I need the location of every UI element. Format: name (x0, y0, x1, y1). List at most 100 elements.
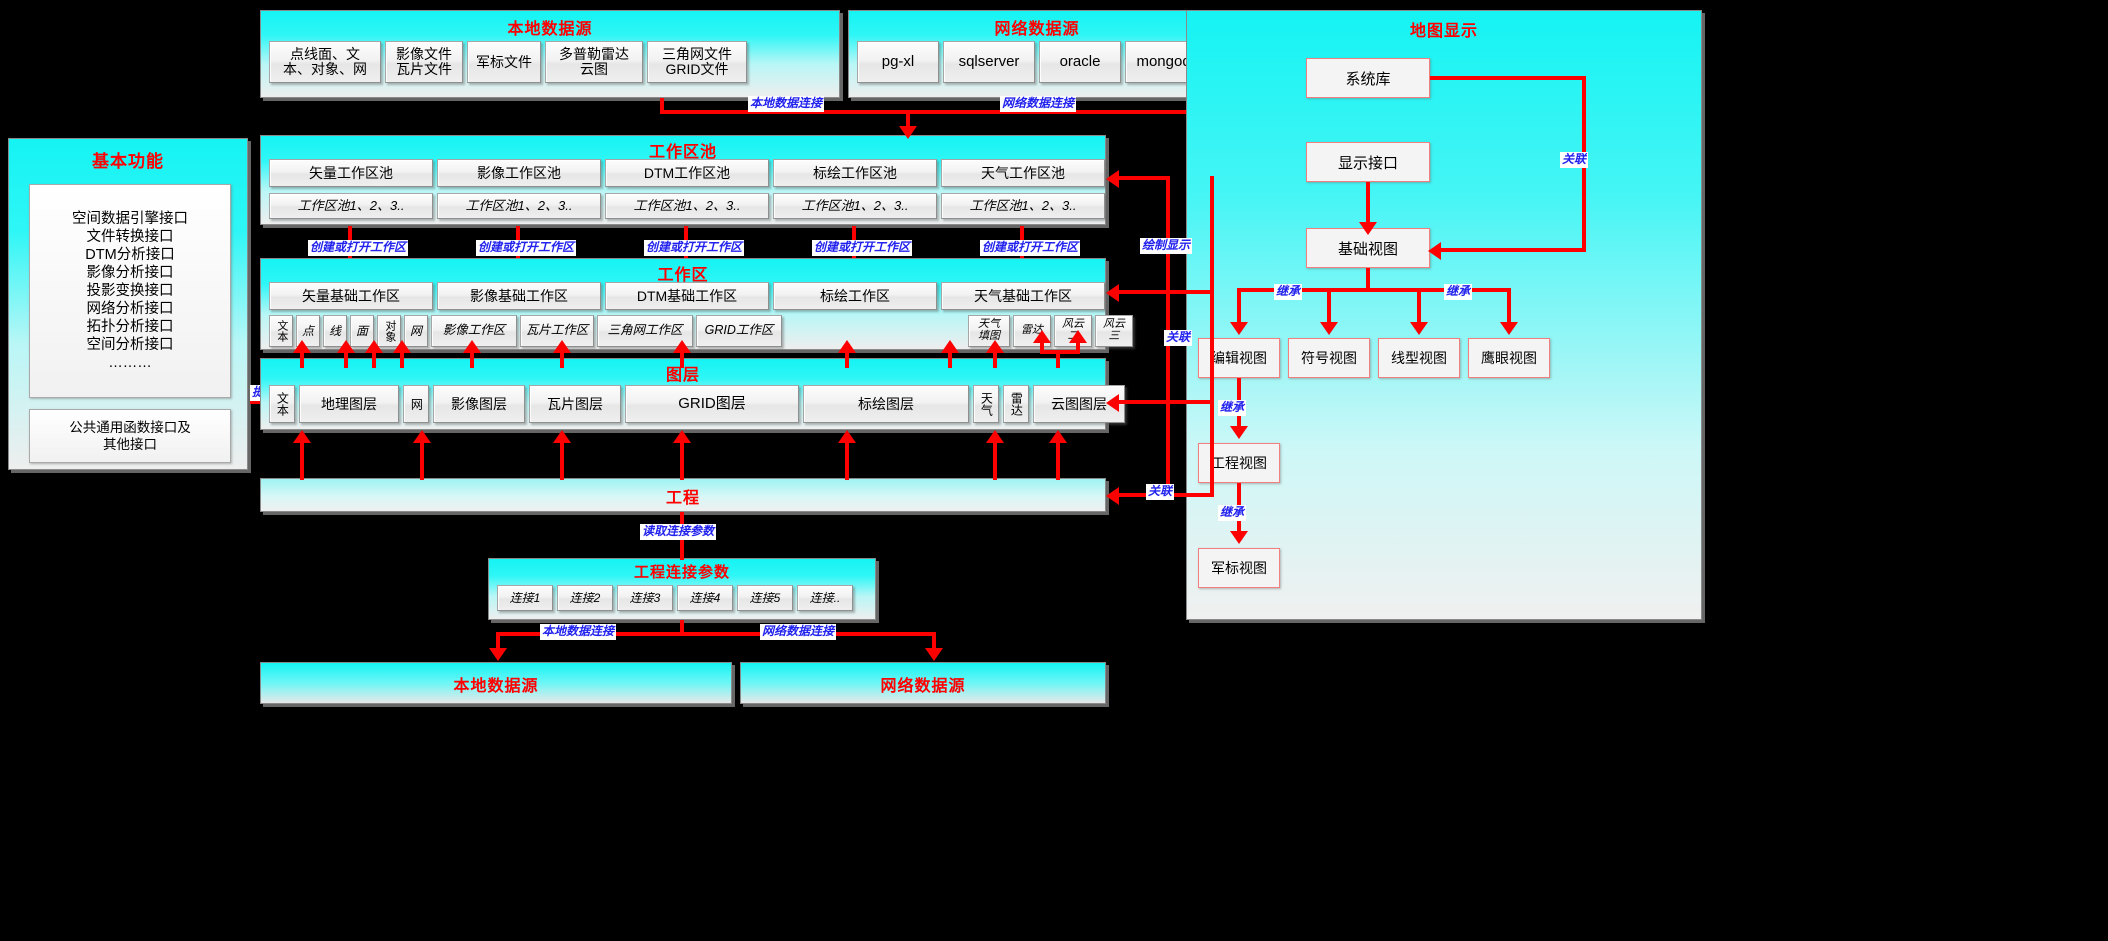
edge-label-net-data-conn-bottom: 网络数据连接 (760, 624, 837, 640)
line-1: 点线面、文 (290, 46, 360, 63)
layer-up-line-7 (680, 350, 684, 368)
conn-param-item[interactable]: 连接4 (677, 585, 733, 611)
local-source-item[interactable]: 三角网文件 GRID文件 (647, 41, 747, 83)
bottom-net-v (932, 632, 936, 654)
layer-item-weather[interactable]: 天气 (973, 385, 999, 423)
proj-up-line-5 (845, 440, 849, 480)
line-1: 军标文件 (476, 53, 532, 70)
footer-line-2: 其他接口 (103, 437, 157, 452)
network-source-item-pgxl[interactable]: pg-xl (857, 41, 939, 83)
display-iface-to-base-arrow (1359, 222, 1377, 235)
node-display-interface[interactable]: 显示接口 (1306, 142, 1430, 182)
ws-pool-col-image[interactable]: 影像工作区池 (437, 159, 601, 187)
layer-item-radar[interactable]: 雷达 (1003, 385, 1029, 423)
proj-up-line-4 (680, 440, 684, 480)
network-source-item-sqlserver[interactable]: sqlserver (943, 41, 1035, 83)
local-source-item[interactable]: 点线面、文 本、对象、网 (269, 41, 381, 83)
layer-item-plot[interactable]: 标绘图层 (803, 385, 969, 423)
ws-pool-sub[interactable]: 工作区池1、2、3.. (605, 193, 769, 219)
node-military-view[interactable]: 军标视图 (1198, 548, 1280, 588)
ws-pool-sub[interactable]: 工作区池1、2、3.. (773, 193, 937, 219)
line-1: 多普勒雷达 (559, 46, 629, 63)
assoc-to-baseview-h (1440, 248, 1586, 252)
conn-param-item[interactable]: 连接1 (497, 585, 553, 611)
layer-item-grid[interactable]: GRID图层 (625, 385, 799, 423)
edge-label-net-data-conn-top: 网络数据连接 (1000, 96, 1077, 112)
interface-list-item: ……… (108, 355, 152, 371)
edit-to-project-arrow (1230, 426, 1248, 439)
ws-col-image[interactable]: 影像基础工作区 (437, 282, 601, 310)
node-line-view[interactable]: 线型视图 (1378, 338, 1460, 378)
branch-edit-v (1237, 288, 1241, 326)
edge-label-associate-project: 关联 (1146, 484, 1175, 500)
ws-pool-col-vector[interactable]: 矢量工作区池 (269, 159, 433, 187)
ws-col-weather[interactable]: 天气基础工作区 (941, 282, 1105, 310)
line-2: 本、对象、网 (283, 61, 367, 77)
local-source-item[interactable]: 军标文件 (467, 41, 541, 83)
branch-line-v (1417, 288, 1421, 326)
branch-symbol-v (1327, 288, 1331, 326)
edge-label-create-open-ws-3: 创建或打开工作区 (644, 240, 745, 256)
layer-up-arrow-1 (293, 340, 311, 353)
ws-col-dtm[interactable]: DTM基础工作区 (605, 282, 769, 310)
ws-item-vector[interactable]: 文本 (269, 315, 293, 347)
layer-item-tile[interactable]: 瓦片图层 (529, 385, 621, 423)
cloud-merge-stem (1056, 350, 1060, 368)
edge-label-inherit-military: 继承 (1218, 505, 1247, 521)
ws-pool-sub[interactable]: 工作区池1、2、3.. (269, 193, 433, 219)
node-symbol-view[interactable]: 符号视图 (1288, 338, 1370, 378)
layer-item-text[interactable]: 文本 (269, 385, 295, 423)
line-2: 填图 (978, 330, 1000, 342)
conn-param-item[interactable]: 连接2 (557, 585, 613, 611)
layer-up-arrow-5 (463, 340, 481, 353)
ws-pool-sub[interactable]: 工作区池1、2、3.. (941, 193, 1105, 219)
ws-col-vector[interactable]: 矢量基础工作区 (269, 282, 433, 310)
conn-param-item[interactable]: 连接.. (797, 585, 853, 611)
line-2: 瓦片文件 (396, 61, 452, 77)
layer-up-line-3 (372, 350, 376, 368)
branch-edit-arrow (1230, 322, 1248, 335)
ws-pool-col-plot[interactable]: 标绘工作区池 (773, 159, 937, 187)
ws-item-weather[interactable]: 风云 三 (1095, 315, 1133, 347)
map-display-panel: 地图显示 (1186, 10, 1702, 620)
proj-up-line-1 (300, 440, 304, 480)
project-to-military-arrow (1230, 531, 1248, 544)
local-data-source-panel-bottom: 本地数据源 (260, 662, 732, 704)
node-eagle-view[interactable]: 鹰眼视图 (1468, 338, 1550, 378)
node-system-lib[interactable]: 系统库 (1306, 58, 1430, 98)
branch-symbol-arrow (1320, 322, 1338, 335)
ws-item-vector[interactable]: 线 (323, 315, 347, 347)
layer-item-geo[interactable]: 地理图层 (299, 385, 399, 423)
ws-pool-col-dtm[interactable]: DTM工作区池 (605, 159, 769, 187)
layer-up-arrow-2 (337, 340, 355, 353)
conn-param-item[interactable]: 连接3 (617, 585, 673, 611)
project-title: 工程 (665, 490, 700, 507)
local-conn-hline (660, 110, 910, 114)
layer-item-net[interactable]: 网 (403, 385, 429, 423)
network-data-source-bottom-title: 网络数据源 (880, 678, 966, 695)
assoc-layers-arrow (1106, 394, 1119, 412)
line-1: 风云 (1103, 318, 1125, 331)
network-source-item-oracle[interactable]: oracle (1039, 41, 1121, 83)
ws-pool-col-weather[interactable]: 天气工作区池 (941, 159, 1105, 187)
local-source-item[interactable]: 影像文件 瓦片文件 (385, 41, 463, 83)
local-source-item[interactable]: 多普勒雷达 云图 (545, 41, 643, 83)
layer-up-line-8 (845, 350, 849, 368)
line-1: 三角网文件 (662, 46, 732, 63)
edge-label-create-open-ws-1: 创建或打开工作区 (308, 240, 409, 256)
interface-list-item: 拓扑分析接口 (86, 319, 174, 335)
cloud-up-arrow-a (1033, 330, 1051, 343)
ws-col-plot[interactable]: 标绘工作区 (773, 282, 937, 310)
layer-item-image[interactable]: 影像图层 (433, 385, 525, 423)
workspace-pool-panel: 工作区池 矢量工作区池 影像工作区池 DTM工作区池 标绘工作区池 天气工作区池… (260, 135, 1106, 225)
proj-up-arrow-6 (986, 430, 1004, 443)
cloud-merge-h (1040, 350, 1080, 354)
ws-item-dtm[interactable]: GRID工作区 (696, 315, 782, 347)
layer-up-line-5 (470, 350, 474, 368)
layer-up-arrow-4 (393, 340, 411, 353)
branch-line-arrow (1410, 322, 1428, 335)
local-data-source-title: 本地数据源 (507, 21, 593, 38)
ws-pool-sub[interactable]: 工作区池1、2、3.. (437, 193, 601, 219)
layer-up-line-4 (400, 350, 404, 368)
conn-param-item[interactable]: 连接5 (737, 585, 793, 611)
